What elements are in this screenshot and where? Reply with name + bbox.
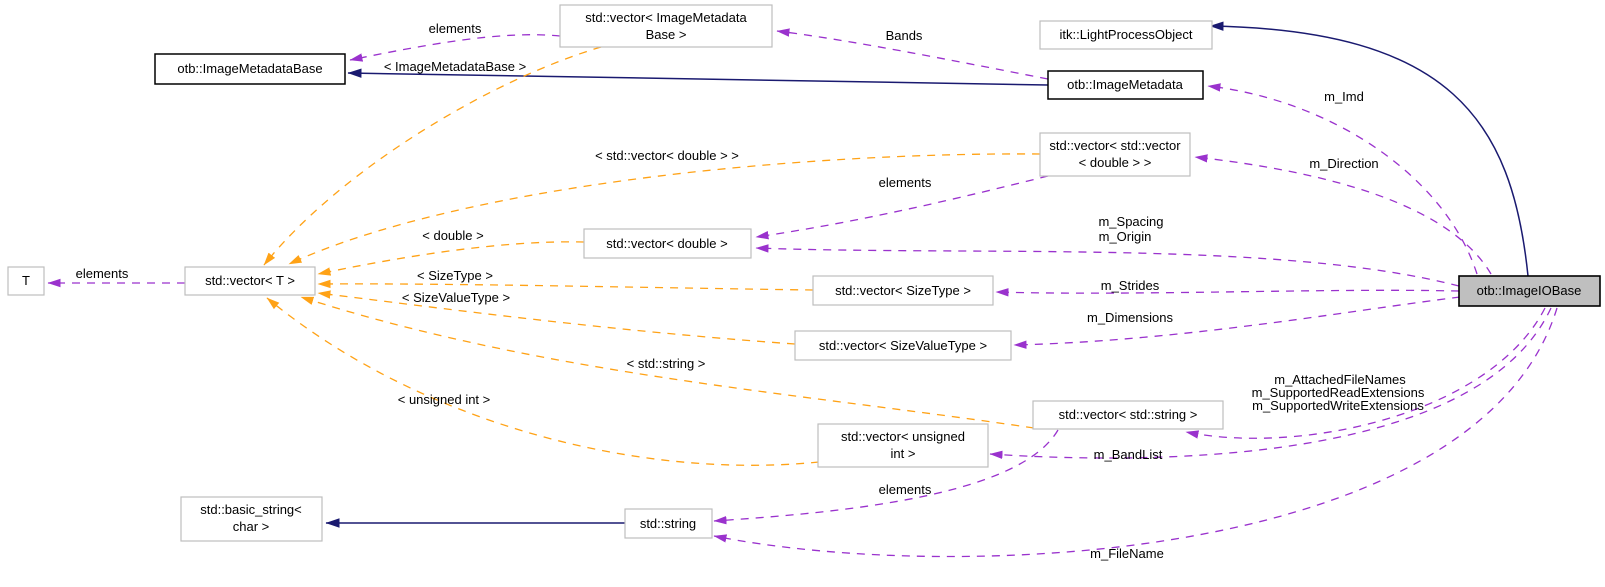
edge-label-m-spacing: m_Spacing [1098,214,1163,229]
node-std-vector-unsigned-int: std::vector< unsigned int > [817,423,989,468]
edge-label-bands: Bands [886,28,923,43]
edge-member-elements-stdstring [713,429,1059,525]
edge-template-std-vector-double [288,153,1041,265]
edge-label-elements-mid: elements [879,175,932,190]
node-std-vector-imagemetadatabase: std::vector< ImageMetadata Base > [559,4,773,48]
node-t: T [7,266,45,296]
edge-label-m-direction: m_Direction [1309,156,1378,171]
node-label-std-vector-double: std::vector< double > [606,236,727,251]
edge-label-template-sizetype: < SizeType > [417,268,493,283]
edge-label-m-imd: m_Imd [1324,89,1364,104]
edge-member-m-strides [995,288,1460,297]
edge-member-m-direction [1194,154,1492,275]
edge-label-m-attachedfilenames: m_AttachedFileNames [1274,372,1406,387]
edge-template-double [317,241,585,276]
edge-label-m-strides: m_Strides [1101,278,1160,293]
node-label-std-vector-std-vector-double-line2: < double > > [1079,155,1152,170]
node-layer: otb::ImageMetadataBase std::vector< Imag… [7,4,1601,542]
edge-member-bands [776,28,1049,80]
edge-label-template-std-vector-double: < std::vector< double > > [595,148,739,163]
node-label-otb-imagemetadata: otb::ImageMetadata [1067,77,1183,92]
edge-member-m-bandlist [989,307,1552,460]
edge-template-sizetype [317,279,814,291]
edge-inherit-imageiobase-to-lightprocessobject [1209,21,1529,277]
edge-template-std-string [300,296,1035,429]
node-std-basic-string-char: std::basic_string< char > [180,496,323,542]
edge-label-elements-bottom: elements [879,482,932,497]
node-label-std-vector-imagemetadatabase-line2: Base > [646,27,687,42]
edge-label-template-std-string: < std::string > [627,356,706,371]
edge-template-sizevaluetype [317,290,796,345]
node-label-t: T [22,273,30,288]
node-label-std-vector-t: std::vector< T > [205,273,295,288]
edge-label-template-double: < double > [422,228,483,243]
node-std-vector-sizevaluetype: std::vector< SizeValueType > [794,330,1012,361]
edge-label-m-supportedreadextensions: m_SupportedReadExtensions [1252,385,1425,400]
node-label-std-vector-imagemetadatabase-line1: std::vector< ImageMetadata [585,10,747,25]
edge-label-layer: elements Bands < ImageMetadataBase > m_I… [76,21,1425,561]
edge-label-elements-top: elements [429,21,482,36]
edge-member-m-spacing-m-origin [755,244,1460,287]
node-otb-imageiobase-current: otb::ImageIOBase [1458,275,1601,307]
edge-template-imagemetadatabase [263,46,602,266]
node-std-vector-t: std::vector< T > [184,266,316,296]
node-label-otb-imageiobase: otb::ImageIOBase [1477,283,1582,298]
node-label-std-vector-sizetype: std::vector< SizeType > [835,283,971,298]
node-label-std-basic-string-char-line2: char > [233,519,270,534]
edge-label-m-filename: m_FileName [1090,546,1164,561]
node-label-std-vector-sizevaluetype: std::vector< SizeValueType > [819,338,987,353]
edge-label-template-unsigned-int: < unsigned int > [398,392,491,407]
edge-label-m-origin: m_Origin [1099,229,1152,244]
node-itk-lightprocessobject: itk::LightProcessObject [1039,20,1213,50]
node-std-string: std::string [624,508,713,539]
node-label-std-vector-unsigned-int-line2: int > [891,446,916,461]
node-label-itk-lightprocessobject: itk::LightProcessObject [1060,27,1193,42]
node-std-vector-std-string: std::vector< std::string > [1032,400,1224,430]
edge-label-m-dimensions: m_Dimensions [1087,310,1173,325]
node-std-vector-std-vector-double: std::vector< std::vector < double > > [1039,132,1191,177]
node-label-std-vector-std-vector-double-line1: std::vector< std::vector [1049,138,1181,153]
node-label-std-string: std::string [640,516,696,531]
edge-label-m-bandlist: m_BandList [1094,447,1163,462]
node-label-otb-imagemetadatabase: otb::ImageMetadataBase [177,61,322,76]
edge-inherit-imagemetadata-to-imagemetadatabase [347,68,1049,86]
edge-template-unsigned-int [266,297,820,466]
node-label-std-vector-std-string: std::vector< std::string > [1059,407,1198,422]
edge-layer [47,21,1558,558]
node-label-std-vector-unsigned-int-line1: std::vector< unsigned [841,429,965,444]
edge-member-m-dimensions [1013,296,1461,349]
node-otb-imagemetadatabase[interactable]: otb::ImageMetadataBase [154,53,346,85]
edge-label-m-supportedwriteextensions: m_SupportedWriteExtensions [1252,398,1424,413]
node-label-std-basic-string-char-line1: std::basic_string< [200,502,302,517]
edge-member-m-attachedfilenames [1185,307,1546,439]
edge-label-template-imagemetadatabase: < ImageMetadataBase > [384,59,526,74]
node-std-vector-double: std::vector< double > [583,228,752,259]
edge-member-elements-imagemetadatabase [349,34,561,62]
node-std-vector-sizetype: std::vector< SizeType > [812,275,994,306]
edge-label-elements-left: elements [76,266,129,281]
node-otb-imagemetadata[interactable]: otb::ImageMetadata [1047,70,1204,100]
edge-member-elements-vectordouble [755,175,1049,240]
edge-label-template-sizevaluetype: < SizeValueType > [402,290,510,305]
